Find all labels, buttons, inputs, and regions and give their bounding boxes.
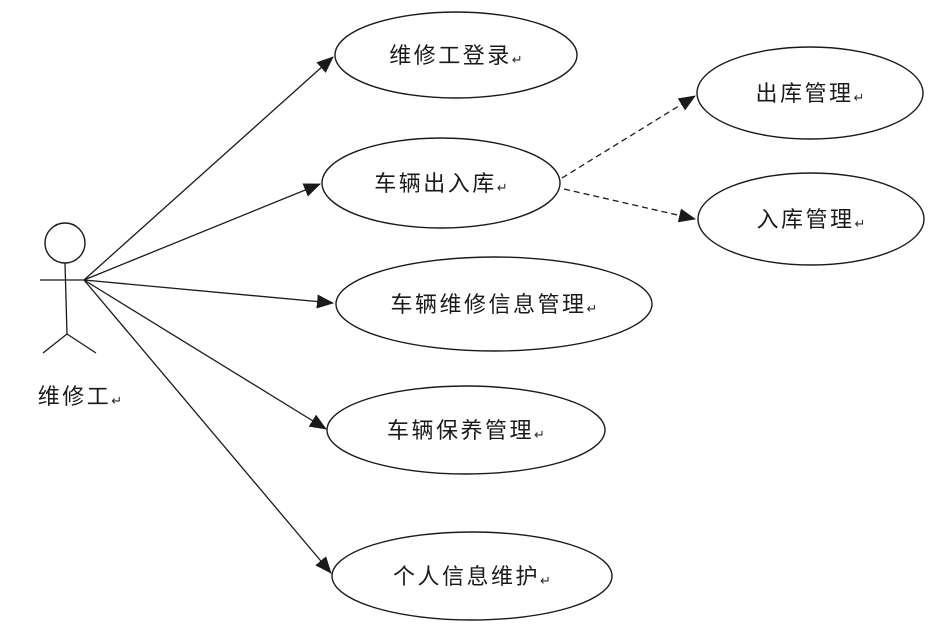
use-case-label: 出库管理↵ (756, 81, 865, 106)
use-case-label: 车辆保养管理↵ (387, 418, 545, 443)
actor-leg-left (42, 333, 68, 354)
association-arrow-worker-login (83, 56, 334, 281)
use-case-label: 入库管理↵ (757, 207, 866, 232)
use-case-ellipse (335, 256, 653, 352)
use-case-ellipse (696, 46, 924, 140)
actor-body (64, 262, 68, 335)
use-case-inbound-mgmt: 入库管理↵ (697, 172, 925, 266)
use-case-label: 个人信息维护↵ (393, 564, 551, 589)
use-case-personal-info: 个人信息维护↵ (331, 531, 613, 621)
actor-leg-right (66, 333, 97, 354)
association-arrow-personal-info (83, 279, 332, 574)
use-case-label: 车辆维修信息管理↵ (391, 292, 598, 317)
use-case-ellipse (334, 11, 578, 99)
actor-label: 维修工↵ (38, 384, 122, 409)
use-case-ellipse (697, 172, 925, 266)
use-case-worker-login: 维修工登录↵ (334, 11, 578, 99)
use-case-ellipse (331, 531, 613, 621)
use-case-repair-info-mgmt: 车辆维修信息管理↵ (335, 256, 653, 352)
actor-head (44, 222, 86, 264)
return-mark: ↵ (854, 91, 865, 106)
return-mark: ↵ (512, 53, 523, 68)
return-mark: ↵ (111, 394, 122, 409)
association-arrow-repair-info-mgmt (83, 279, 334, 309)
use-case-maintenance-mgmt: 车辆保养管理↵ (326, 385, 606, 475)
dashed-arrow-inbound-mgmt (563, 188, 696, 223)
use-case-outbound-mgmt: 出库管理↵ (696, 46, 924, 140)
use-case-ellipse (321, 137, 561, 229)
actor-icon (40, 222, 97, 354)
use-case-label: 车辆出入库↵ (374, 171, 507, 196)
association-arrow-maintenance-mgmt (83, 279, 327, 430)
return-mark: ↵ (587, 302, 598, 317)
association-arrow-vehicle-in-out (83, 183, 321, 281)
dashed-arrow-outbound-mgmt (561, 95, 696, 179)
return-mark: ↵ (855, 217, 866, 232)
return-mark: ↵ (497, 181, 508, 196)
return-mark: ↵ (540, 574, 551, 589)
use-case-ellipse (326, 385, 606, 475)
use-case-label: 维修工登录↵ (389, 43, 522, 68)
use-case-vehicle-in-out: 车辆出入库↵ (321, 137, 561, 229)
return-mark: ↵ (534, 428, 545, 443)
